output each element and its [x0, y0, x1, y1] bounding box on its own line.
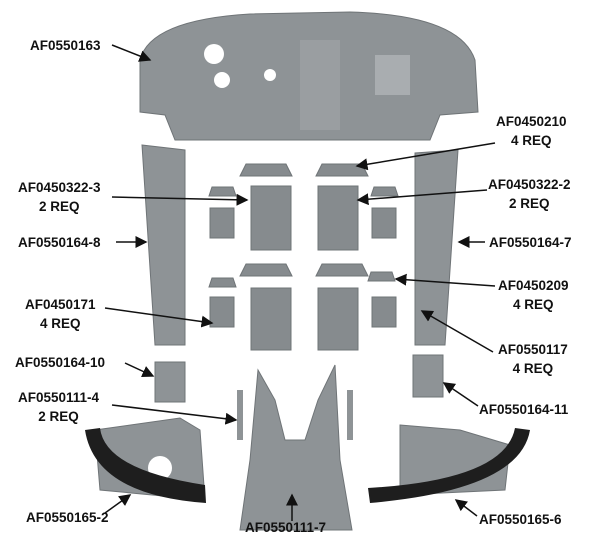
part-number: AF0450322-2: [488, 177, 571, 192]
part-af0550165-2: [85, 417, 206, 503]
label-af0550164-11: AF0550164-11: [479, 400, 568, 419]
quantity: 4 REQ: [40, 316, 81, 331]
leader-arrows: [104, 44, 496, 521]
part-af0550164-11: [412, 354, 444, 398]
part-number: AF0450210: [496, 114, 567, 129]
part-number: AF0450209: [498, 278, 569, 293]
label-af0550165-6: AF0550165-6: [479, 510, 562, 529]
part-number: AF0550165-6: [479, 512, 562, 527]
part-number: AF0450171: [25, 297, 96, 312]
quantity: 4 REQ: [511, 133, 552, 148]
label-af0450210: AF0450210 4 REQ: [496, 112, 567, 150]
quantity: 2 REQ: [39, 199, 80, 214]
part-number: AF0550111-4: [18, 390, 100, 405]
quantity: 4 REQ: [512, 361, 554, 376]
label-af0550165-2: AF0550165-2: [26, 508, 109, 527]
part-number: AF0550163: [30, 38, 101, 53]
label-af0550111-4: AF0550111-4 2 REQ: [18, 388, 99, 426]
label-af0550164-10: AF0550164-10: [15, 353, 105, 372]
bracket-group: [208, 163, 399, 351]
part-number: AF0450322-3: [18, 180, 101, 195]
label-af0550164-8: AF0550164-8: [18, 233, 101, 252]
part-number: AF0550164-11: [479, 402, 569, 417]
part-af0550111-4-left: [237, 390, 243, 440]
part-number: AF0550164-10: [15, 355, 106, 370]
part-af0550164-10: [154, 361, 186, 403]
part-af0550111-7: [239, 364, 353, 531]
label-af0450171: AF0450171 4 REQ: [25, 295, 96, 333]
part-number: AF0550164-7: [489, 235, 572, 250]
quantity: 2 REQ: [509, 196, 550, 211]
label-af0550111-7: AF0550111-7: [245, 518, 326, 537]
label-af0450322-3: AF0450322-3 2 REQ: [18, 178, 101, 216]
part-af0550164-7: [414, 149, 459, 346]
label-af0450209: AF0450209 4 REQ: [498, 276, 569, 314]
label-af0550117: AF0550117 4 REQ: [498, 340, 568, 378]
label-af0550164-7: AF0550164-7: [489, 233, 572, 252]
part-number: AF0550165-2: [26, 510, 109, 525]
quantity: 2 REQ: [38, 409, 79, 424]
part-af0550165-6: [368, 424, 530, 503]
part-number: AF0550164-8: [18, 235, 101, 250]
part-number: AF0550117: [498, 342, 568, 357]
part-af0550111-4-right: [347, 390, 353, 440]
part-af0550164-8: [141, 144, 186, 346]
label-af0450322-2: AF0450322-2 2 REQ: [488, 175, 571, 213]
part-af0550163: [139, 11, 479, 141]
quantity: 4 REQ: [513, 297, 554, 312]
part-number: AF0550111-7: [245, 520, 327, 535]
label-af0550163: AF0550163: [30, 36, 101, 55]
